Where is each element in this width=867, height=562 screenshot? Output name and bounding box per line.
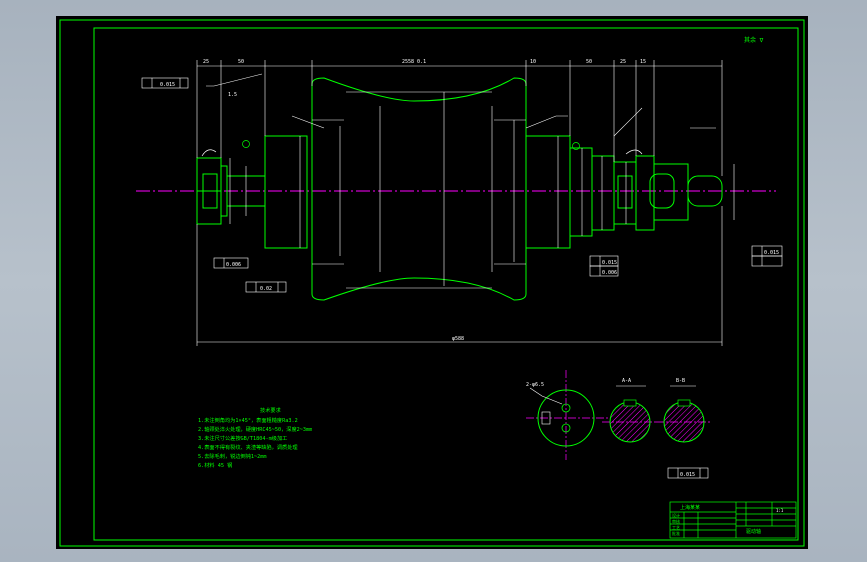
tol-mid-lower: 0.02 [260,286,272,292]
hole-callout: 2-φ6.5 [526,382,544,388]
tech-requirements: 技术要求 1.未注倒角均为1×45°，表面粗糙度Ra3.2 2.轴颈处淬火处理，… [198,406,312,469]
tol-far-right: 0.015 [764,250,779,256]
cad-drawing: 其余 ∇ [59,19,805,547]
right-end-stub [687,175,723,207]
dim-segment: 1.5 [228,92,237,98]
tech-item: 6.材料 45 钢 [198,461,232,469]
datum-markers [201,140,643,157]
dim-top-1: 50 [238,59,244,65]
tech-item: 3.未注尺寸公差按GB/T1804-m级加工 [198,434,287,442]
dim-top-5: 25 [620,59,626,65]
tb-row: 工艺 [672,525,680,530]
dim-top-3: 10 [530,59,536,65]
tolerance-frames [141,77,783,479]
dimension-lines [196,60,735,346]
outer-frame [59,19,805,547]
dim-top-4: 50 [586,59,592,65]
tol-right-mid: 0.015 [602,260,617,266]
roughness-mark: 其余 ∇ [744,36,764,44]
right-journal [613,161,637,225]
dim-top-6: 15 [640,59,646,65]
tb-row: 审核 [672,518,680,524]
tol-right-lower: 0.006 [602,270,617,276]
dimension-texts: 25 50 2558 0.1 10 50 25 15 φ588 1.5 0.01… [160,59,779,478]
dim-overall: φ588 [452,336,464,342]
left-keyway [202,173,218,209]
tech-item: 5.去除毛刺，锐边倒钝1~2mm [198,452,267,460]
right-bearing-seat [525,135,571,249]
tb-row: 批准 [672,530,680,536]
tol-left-lower: 0.006 [226,262,241,268]
dim-top-0: 25 [203,59,209,65]
section-view-end: 2-φ6.5 [526,370,608,460]
title-block [669,501,797,539]
right-end-keyway [649,173,675,209]
tb-row: 设计 [672,512,680,518]
company-name: 上海某某 [680,504,700,511]
section-view-b: B-B [656,378,712,443]
tol-top-left: 0.015 [160,82,175,88]
roll-body [311,77,527,301]
section-view-a: A-A [602,378,658,443]
tech-title: 技术要求 [260,406,282,414]
tech-item: 4.表面不得有裂纹、夹渣等缺陷，调质处理 [198,443,298,451]
title-block-texts: 上海某某 设计 审核 工艺 批准 驱动轴 1:1 [672,504,784,536]
section-label-b: B-B [676,378,685,384]
tech-item: 1.未注倒角均为1×45°，表面粗糙度Ra3.2 [198,416,298,424]
tech-item: 2.轴颈处淬火处理，硬度HRC45~50，深度2~3mm [198,425,312,433]
drawing-viewport[interactable]: 其余 ∇ [56,16,808,549]
shaft-outline [196,77,723,301]
left-bearing-seat [264,135,308,249]
inner-frame [93,27,799,541]
dim-top-2: 2558 0.1 [402,59,426,65]
tol-section: 0.015 [680,472,695,478]
section-label-a: A-A [622,378,631,384]
scale: 1:1 [776,508,784,513]
part-name: 驱动轴 [746,528,761,535]
